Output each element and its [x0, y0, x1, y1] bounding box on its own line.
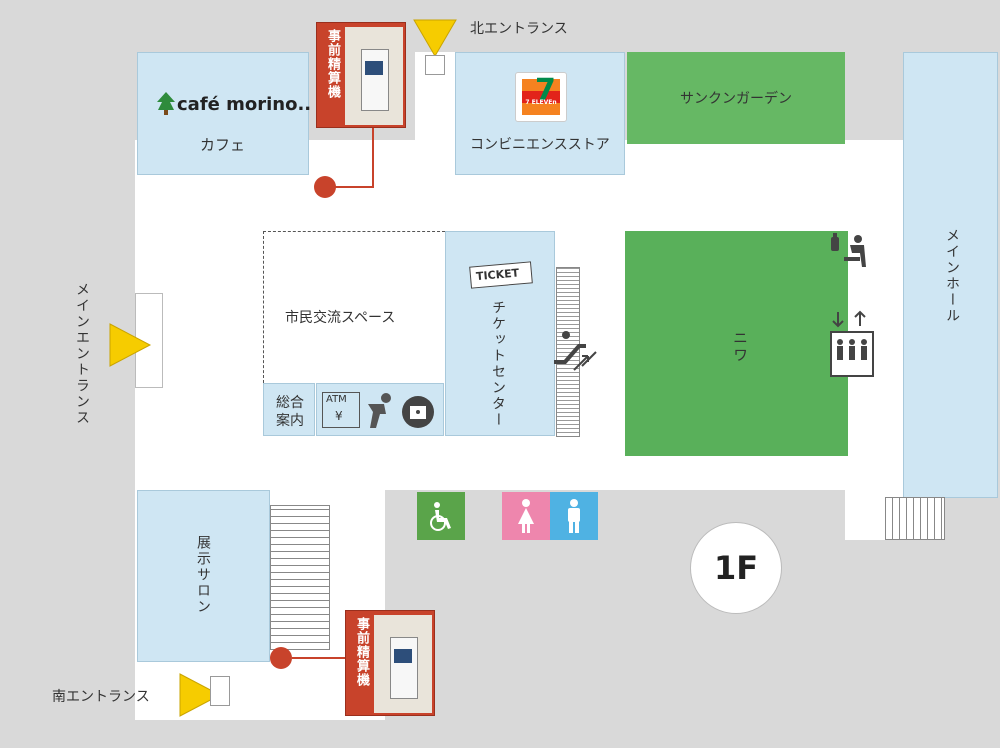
payment-machine-south-pointer [292, 657, 345, 659]
information-desk[interactable] [263, 383, 315, 436]
bow-icon [368, 393, 391, 428]
main-hall-room[interactable] [903, 52, 998, 498]
sunken-garden [627, 52, 845, 144]
locker-icon [402, 396, 434, 428]
seven-eleven-text: 7 ELEVEn [525, 99, 557, 106]
atm-label: ATM [326, 394, 347, 405]
accessible-toilet-icon [417, 492, 465, 540]
payment-machine-label: 事前精算機 [354, 617, 369, 687]
payment-machine-south-marker [270, 647, 292, 669]
east-stairs-icon [885, 497, 945, 540]
floor-badge: 1F [690, 522, 782, 614]
main-hall-label: メインホール [944, 228, 960, 324]
niwa-label: ニワ [731, 330, 749, 364]
north-entrance-label: 北エントランス [470, 21, 568, 37]
payment-machine-north-marker [314, 176, 336, 198]
niwa-garden [625, 231, 848, 456]
atm-icon: ATM ¥ [322, 392, 360, 428]
payment-machine-label: 事前精算機 [325, 29, 340, 99]
seven-eleven-logo: 7 7 ELEVEn [515, 72, 567, 122]
exhibition-salon-label: 展示サロン [195, 535, 211, 615]
escalator-icon [554, 331, 597, 371]
main-entrance-label: メインエントランス [74, 282, 90, 426]
ticket-center-label: チケットセンター [490, 300, 506, 428]
ticket-icon-text: TICKET [475, 266, 520, 284]
sunken-garden-label: サンクンガーデン [680, 91, 792, 107]
cafe-tree-icon [157, 92, 175, 115]
main-entrance-triangle-icon [109, 323, 152, 367]
payment-machine-north[interactable]: 事前精算機 [316, 22, 406, 128]
stairs-icon [270, 505, 330, 650]
payment-machine-photo [374, 615, 432, 713]
cafe-label: カフェ [200, 136, 246, 154]
south-door [210, 676, 230, 706]
convenience-store-label: コンビニエンスストア [470, 137, 610, 153]
north-entrance-triangle-icon [413, 19, 457, 57]
payment-machine-north-pointer-h [326, 186, 374, 188]
payment-machine-north-pointer [372, 128, 374, 188]
floor-badge-label: 1F [713, 549, 759, 587]
womens-toilet-icon [502, 492, 550, 540]
nursing-room-icon [831, 233, 866, 267]
citizen-space-area[interactable] [263, 231, 445, 383]
payment-machine-photo [345, 27, 403, 125]
elevator-icon [830, 310, 874, 377]
information-label: 総合案内 [276, 395, 304, 429]
citizen-space-label: 市民交流スペース [285, 310, 396, 326]
north-door [425, 55, 445, 75]
south-entrance-label: 南エントランス [52, 689, 150, 705]
south-entrance-triangle-icon [179, 673, 222, 717]
payment-machine-south[interactable]: 事前精算機 [345, 610, 435, 716]
exhibition-salon-room[interactable] [137, 490, 270, 662]
mens-toilet-icon [550, 492, 598, 540]
cafe-logo: café morino.. [177, 94, 312, 115]
